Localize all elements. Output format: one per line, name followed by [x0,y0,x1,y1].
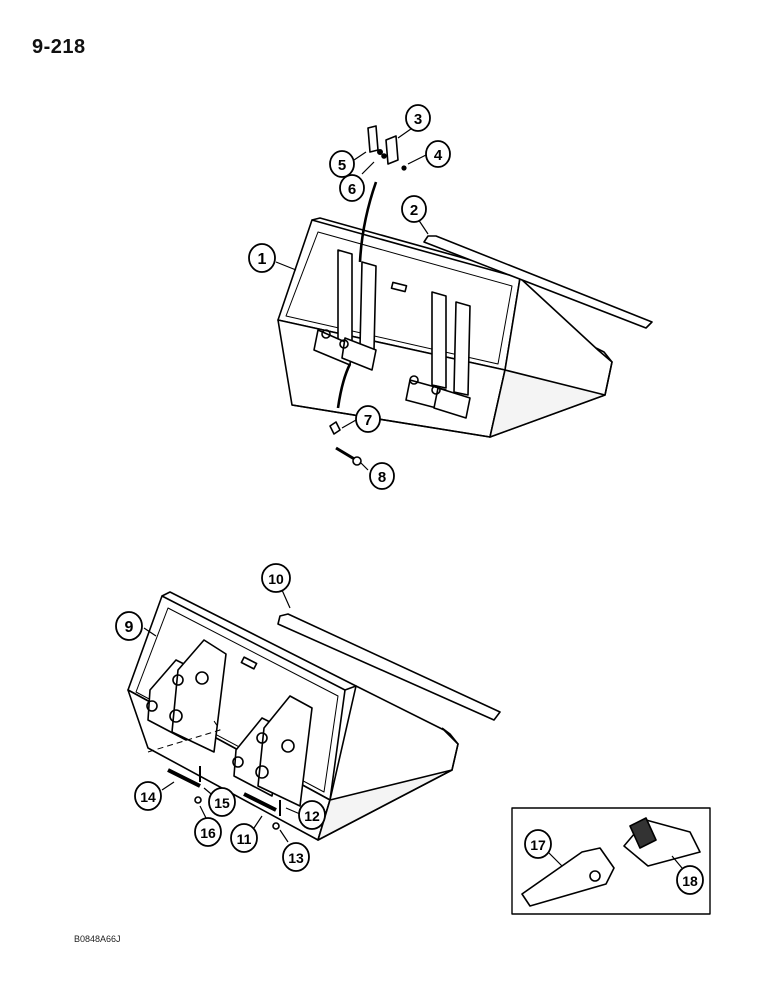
upper-cutting-edge [423,235,653,329]
callout-6: 6 [339,174,365,202]
callout-11-label: 11 [237,831,252,847]
callout-8: 8 [369,462,395,490]
callout-4: 4 [425,140,451,168]
callout-9-label: 9 [125,619,134,636]
callout-4-label: 4 [434,147,443,164]
callout-17: 17 [524,829,552,859]
figure-code: B0848A66J [74,934,121,944]
callout-2-label: 2 [410,202,418,219]
callout-13: 13 [282,842,310,872]
callout-2: 2 [401,195,427,223]
lower-bucket [127,591,459,841]
callout-7-label: 7 [364,412,372,429]
callout-13-label: 13 [288,850,304,866]
callout-15-label: 15 [214,795,230,811]
tooth-inset-box [511,807,711,915]
lower-pins [167,766,281,830]
callout-16: 16 [194,817,222,847]
callout-1-label: 1 [258,251,267,268]
callout-12: 12 [298,800,326,830]
callout-10: 10 [261,563,291,593]
callout-3-label: 3 [414,111,422,128]
page-number: 9-218 [32,36,86,58]
callout-1: 1 [248,243,276,273]
callout-9: 9 [115,611,143,641]
callout-14: 14 [134,781,162,811]
callout-7: 7 [355,405,381,433]
lower-cutting-edge [277,613,501,721]
callout-8-label: 8 [378,469,386,486]
callout-18: 18 [676,865,704,895]
callout-6-label: 6 [348,181,356,198]
callout-12-label: 12 [304,808,320,824]
callout-3: 3 [405,104,431,132]
callout-5: 5 [329,150,355,178]
callout-17-label: 17 [530,837,546,853]
callout-5-label: 5 [338,157,346,174]
callout-15: 15 [208,787,236,817]
callout-11: 11 [230,823,258,853]
bucket-tooth-17 [521,847,615,907]
callout-16-label: 16 [200,825,216,841]
upper-hardware [336,125,407,409]
callout-10-label: 10 [268,571,284,587]
tooth-adapter-18 [623,817,701,867]
callout-14-label: 14 [140,789,156,805]
upper-pins [329,421,362,466]
callout-markers: 1 2 3 4 5 6 7 8 [115,104,704,895]
callout-18-label: 18 [682,873,698,889]
